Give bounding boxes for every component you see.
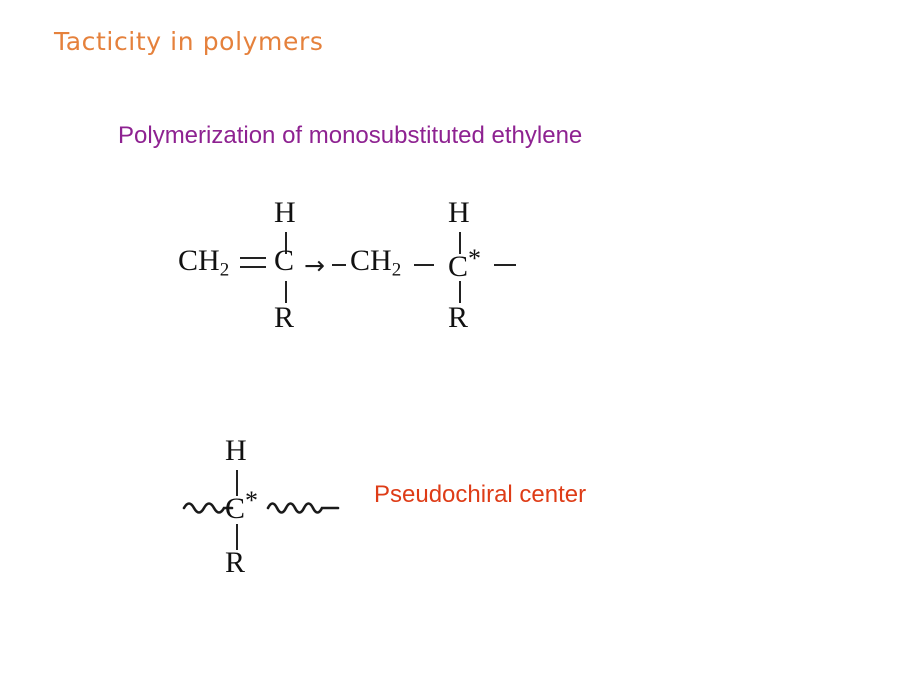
pseudochiral-center-carbon-star: C* xyxy=(225,486,259,525)
product-ch2-group: CH2 xyxy=(350,244,402,281)
page-title: Tacticity in polymers xyxy=(54,27,324,56)
pseudochiral-structure: H C* R xyxy=(0,400,900,630)
polymer-chain-left-wavy-bond xyxy=(182,495,234,520)
product-center-carbon-star: C* xyxy=(448,244,482,283)
reactant-top-substituent-h: H xyxy=(274,196,296,229)
pseudochiral-bond-to-h xyxy=(236,470,238,496)
pseudochiral-bottom-substituent-r: R xyxy=(225,546,246,579)
product-bond-to-r xyxy=(459,281,461,303)
reaction-arrow-icon: → xyxy=(304,251,325,280)
product-top-substituent-h: H xyxy=(448,196,470,229)
pseudochiral-center-annotation: Pseudochiral center xyxy=(374,481,587,508)
pseudochiral-top-substituent-h: H xyxy=(225,434,247,467)
reaction-scheme: CH2 H C R → CH2 H C* R xyxy=(178,196,516,334)
pseudochiral-bond-to-r xyxy=(236,524,238,550)
double-bond-icon xyxy=(240,257,266,268)
product-bond-to-h xyxy=(459,232,461,254)
product-right-open-bond xyxy=(494,264,516,266)
section-subtitle: Polymerization of monosubstituted ethyle… xyxy=(118,122,583,149)
reactant-bottom-substituent-r: R xyxy=(274,301,295,334)
product-ch2-to-carbon-bond xyxy=(414,264,434,266)
reactant-bond-to-r xyxy=(285,281,287,303)
reactant-center-carbon: C xyxy=(274,244,295,277)
product-left-open-bond xyxy=(332,264,346,266)
polymer-chain-right-wavy-bond xyxy=(266,495,342,520)
reactant-ch2-group: CH2 xyxy=(178,244,230,281)
product-bottom-substituent-r: R xyxy=(448,301,469,334)
reactant-bond-to-h xyxy=(285,232,287,254)
